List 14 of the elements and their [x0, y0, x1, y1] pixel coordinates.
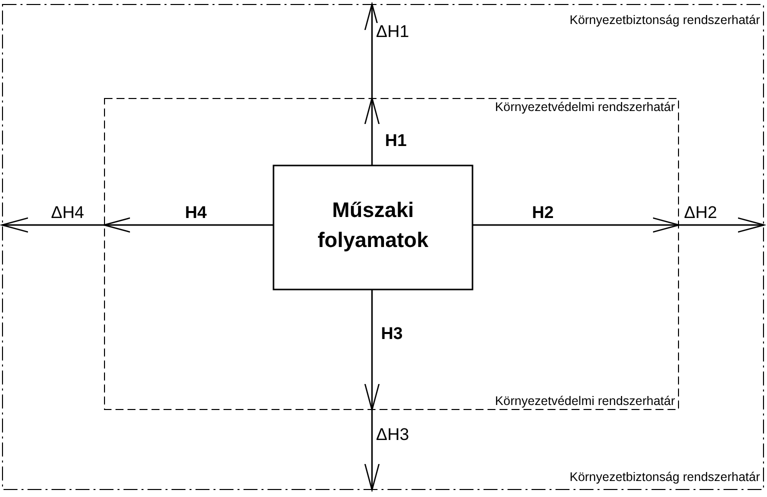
arrow: [364, 410, 380, 491]
boundary-label: Környezetbiztonság rendszerhatár: [568, 13, 762, 27]
process-box: [273, 165, 473, 290]
arrow: [364, 97, 380, 165]
arrow: [364, 3, 380, 98]
arrow: [103, 217, 273, 233]
arrow: [679, 217, 765, 233]
arrow: [473, 217, 680, 233]
boundary-label: Környezetbiztonság rendszerhatár: [568, 470, 762, 484]
process-label: Műszaki folyamatok: [316, 198, 430, 254]
boundary-label: Környezetvédelmi rendszerhatár: [493, 394, 677, 408]
arrow: [1, 217, 104, 233]
arrow: [364, 290, 380, 411]
boundary-label: Környezetvédelmi rendszerhatár: [493, 100, 677, 114]
